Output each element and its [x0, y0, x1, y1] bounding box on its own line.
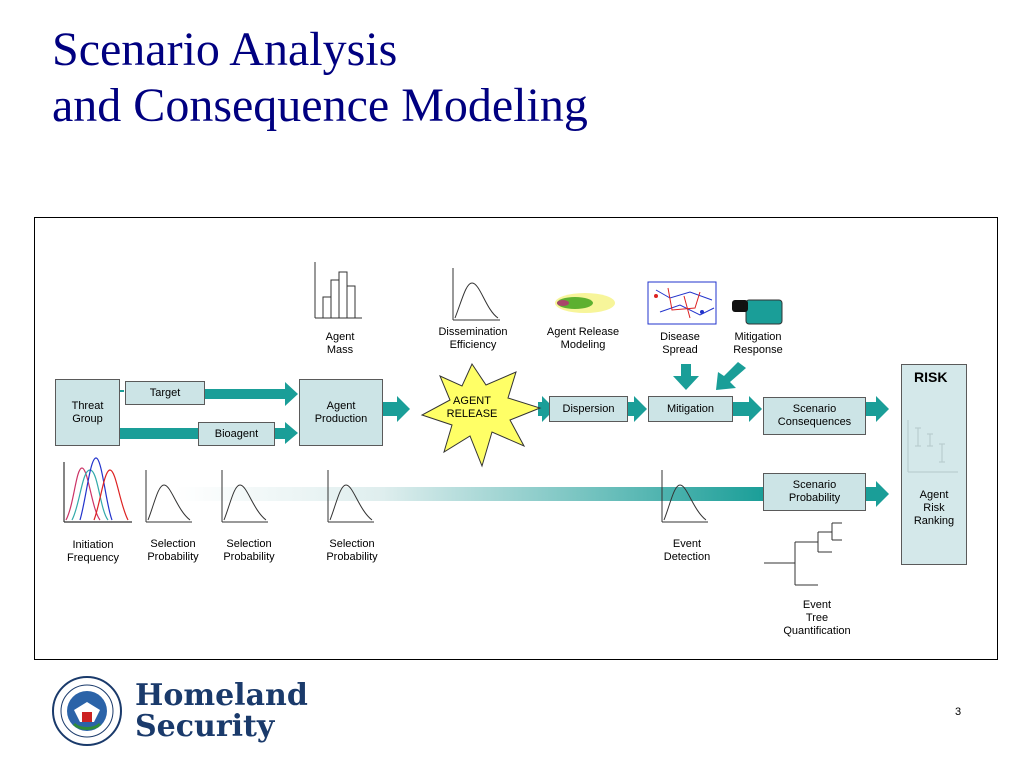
scenario-consequences-box: Scenario Consequences — [763, 397, 866, 435]
agent-production-label: Agent Production — [314, 399, 368, 425]
agent-mass-label: Agent Mass — [325, 331, 355, 356]
agent-release-burst — [420, 362, 542, 468]
selection-probability-curve-3-icon — [327, 470, 374, 523]
selection-probability-curve-1-icon — [145, 470, 192, 523]
event-detection-label: Event Detection — [663, 538, 711, 563]
title-line-2: and Consequence Modeling — [52, 79, 588, 132]
selection-probability-label-2: Selection Probability — [223, 538, 275, 563]
agent-production-box: Agent Production — [299, 379, 383, 446]
risk-title: RISK — [914, 369, 948, 385]
threat-group-box: Threat Group — [55, 379, 120, 446]
event-detection-curve-icon — [661, 470, 708, 523]
probability-fade-bar — [175, 487, 765, 501]
diagram-frame — [34, 217, 998, 660]
target-box: Target — [125, 381, 205, 405]
selection-probability-label-1: Selection Probability — [147, 538, 199, 563]
event-tree-icon — [764, 522, 842, 586]
selection-probability-curve-2-icon — [221, 470, 268, 523]
mitigation-response-label: Mitigation Response — [733, 331, 783, 356]
arrow-threat-to-bioagent — [120, 428, 200, 439]
agent-release-label: AGENT RELEASE — [446, 395, 498, 420]
dhs-seal-icon — [52, 676, 122, 746]
threat-group-label: Threat Group — [71, 399, 104, 425]
risk-box: RISK Agent Risk Ranking — [901, 364, 967, 565]
arrow-threat-to-target — [120, 390, 124, 392]
dhs-logo-text: Homeland Security — [135, 680, 308, 742]
plume-icon — [555, 293, 615, 313]
arrow-target-to-production — [205, 382, 298, 406]
mitigation-response-arrow — [716, 362, 746, 390]
slide-title: Scenario Analysis and Consequence Modeli… — [52, 22, 588, 134]
logo-line-1: Homeland — [135, 678, 308, 713]
agent-risk-ranking-label: Agent Risk Ranking — [913, 489, 955, 527]
arrow-production-to-release — [383, 396, 410, 422]
bioagent-box: Bioagent — [198, 422, 275, 446]
agent-release-modeling-label: Agent Release Modeling — [546, 326, 620, 351]
arrow-bioagent-to-production — [275, 422, 298, 444]
scenario-probability-label: Scenario Probability — [788, 479, 841, 504]
target-label: Target — [149, 386, 181, 399]
disease-spread-label: Disease Spread — [660, 331, 700, 356]
flow-arrows — [120, 382, 889, 507]
arrow-consequences-to-risk — [866, 396, 889, 422]
arrow-release-to-dispersion — [538, 396, 555, 422]
arrow-mitigation-to-consequences — [733, 396, 762, 422]
mitigation-response-icon — [732, 299, 783, 325]
logo-line-2: Security — [135, 709, 275, 744]
mitigation-label: Mitigation — [666, 402, 715, 415]
dissemination-curve-icon — [452, 268, 500, 321]
title-line-1: Scenario Analysis — [52, 23, 398, 76]
disease-spread-arrow — [673, 364, 699, 390]
initiation-frequency-label: Initiation Frequency — [67, 539, 119, 564]
arrow-dispersion-to-mitigation — [628, 396, 647, 422]
dispersion-box: Dispersion — [549, 396, 628, 422]
mitigation-box: Mitigation — [648, 396, 733, 422]
bioagent-label: Bioagent — [214, 427, 259, 440]
arrow-probability-to-risk — [866, 481, 889, 507]
event-tree-quantification-label: Event Tree Quantification — [783, 599, 851, 637]
dispersion-label: Dispersion — [562, 402, 615, 415]
page-number: 3 — [955, 706, 962, 718]
dissemination-efficiency-label: Dissemination Efficiency — [438, 326, 508, 351]
scenario-consequences-label: Scenario Consequences — [777, 403, 852, 428]
agent-mass-histogram-icon — [314, 262, 362, 319]
scenario-probability-box: Scenario Probability — [763, 473, 866, 511]
initiation-frequency-icon — [63, 457, 132, 523]
selection-probability-label-3: Selection Probability — [326, 538, 378, 563]
disease-spread-network-icon — [647, 281, 717, 325]
